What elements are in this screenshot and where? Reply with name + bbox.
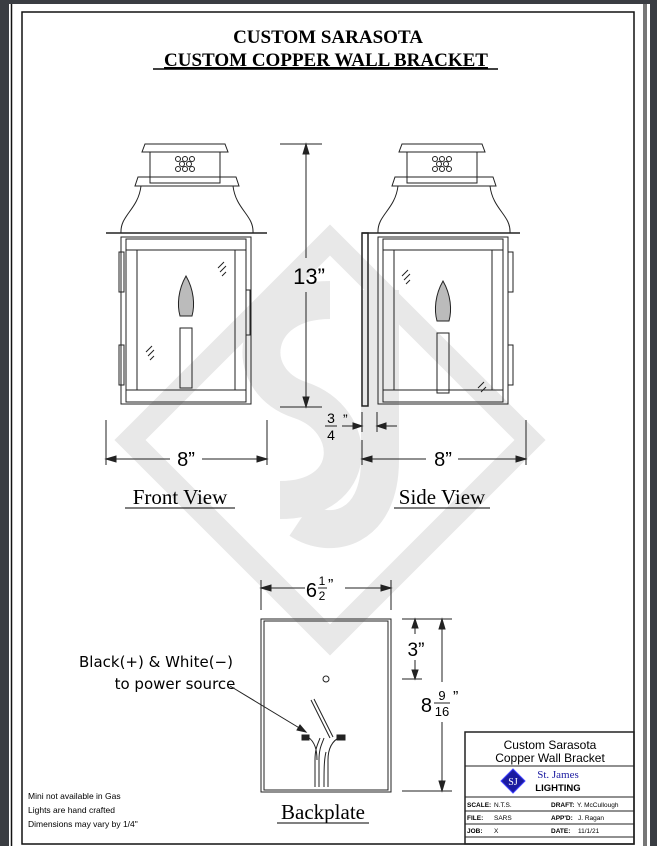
- note-1: Mini not available in Gas: [28, 791, 121, 801]
- title-line2: CUSTOM COPPER WALL BRACKET: [164, 50, 488, 71]
- side-view-label: Side View: [399, 485, 486, 509]
- side-width-dimension: [360, 420, 528, 465]
- tb-date: 11/1/21: [578, 828, 600, 835]
- tb-draft-label: DRAFT:: [551, 802, 574, 809]
- note-3: Dimensions may vary by 1/4": [28, 819, 138, 829]
- backplate-width-whole: 6: [306, 580, 317, 602]
- st-james-logo-icon: SJ: [500, 768, 526, 794]
- page-frame: [21, 11, 635, 845]
- tb-date-label: DATE:: [551, 828, 570, 835]
- backplate-height-whole: 8: [421, 695, 432, 717]
- tb-name2: Copper Wall Bracket: [495, 751, 605, 765]
- tb-appd-label: APP'D:: [551, 815, 573, 822]
- front-view-label: Front View: [133, 485, 228, 509]
- note-2: Lights are hand crafted: [28, 805, 115, 815]
- backplate-width-den: 2: [319, 589, 326, 603]
- wiring-note-line2: to power source: [115, 675, 236, 693]
- title-line1: CUSTOM SARASOTA: [233, 27, 423, 48]
- side-offset-dimension: [325, 412, 397, 432]
- backplate-width-mark: ”: [328, 577, 333, 594]
- tb-brand1: St. James: [537, 769, 579, 781]
- tb-name1: Custom Sarasota: [504, 738, 597, 752]
- tb-job-label: JOB:: [467, 828, 483, 835]
- vent-holes-icon: [175, 156, 195, 172]
- tb-file-label: FILE:: [467, 815, 483, 822]
- vent-holes-icon: [432, 156, 452, 172]
- svg-text:SJ: SJ: [508, 777, 518, 788]
- height-dimension: [280, 142, 322, 409]
- side-offset-den: 4: [327, 427, 335, 443]
- tb-scale: N.T.S.: [494, 802, 512, 809]
- watermark-logo: [114, 224, 546, 656]
- front-width-dimension: [104, 420, 269, 465]
- tb-file: SARS: [494, 815, 512, 822]
- tb-brand2: LIGHTING: [535, 783, 580, 794]
- title-block: [464, 731, 635, 845]
- backplate-drawing: [229, 618, 392, 793]
- tb-scale-label: SCALE:: [467, 802, 491, 809]
- tb-job: X: [494, 828, 499, 835]
- side-view-lantern: [361, 143, 520, 407]
- backplate-label: Backplate: [281, 800, 365, 824]
- side-offset-num: 3: [327, 410, 335, 426]
- backplate-height-mark: ”: [453, 689, 458, 706]
- top-bar: [0, 0, 657, 4]
- right-bar: [650, 0, 657, 846]
- height-label: 13”: [293, 264, 325, 289]
- backplate-height-den: 16: [435, 704, 449, 719]
- backplate-width-dimension: [259, 580, 393, 610]
- right-strip: [643, 4, 647, 846]
- side-offset-mark: ”: [343, 411, 348, 427]
- backplate-top-dim: 3”: [408, 640, 425, 661]
- backplate-height-dimensions: [402, 617, 452, 793]
- backplate-width-num: 1: [319, 574, 326, 588]
- backplate-height-num: 9: [438, 688, 445, 703]
- front-view-lantern: [106, 143, 267, 405]
- wiring-note-line1: Black(+) & White(−): [79, 653, 233, 671]
- front-width-label: 8”: [177, 449, 195, 471]
- left-bar: [0, 0, 9, 846]
- tb-draft: Y. McCullough: [577, 802, 619, 809]
- tb-appd: J. Ragan: [578, 815, 604, 822]
- side-width-label: 8”: [434, 449, 452, 471]
